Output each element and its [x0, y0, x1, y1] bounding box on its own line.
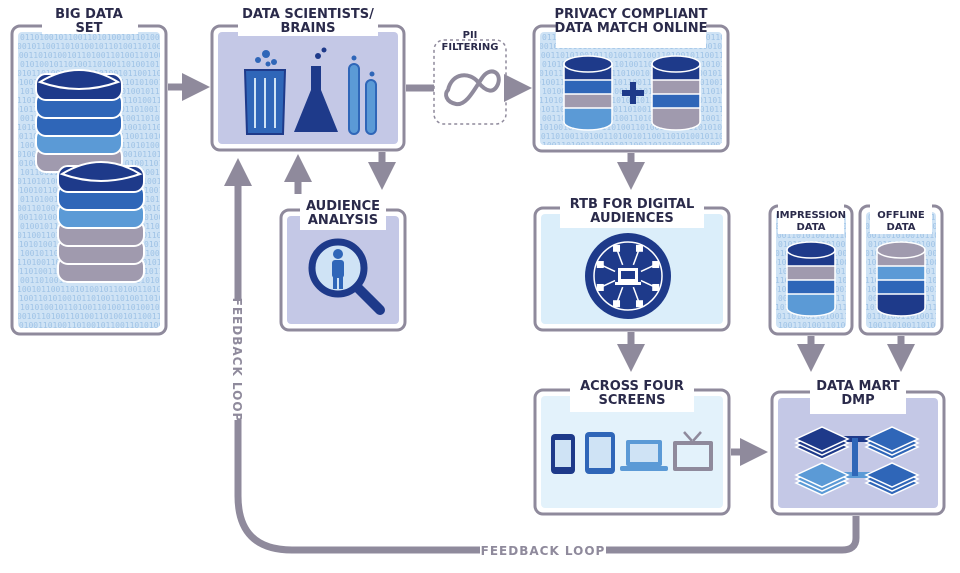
big-data-set-node: 0110100101100110101001011010011001011001… [10, 4, 169, 336]
binary-digits: 101101001101001101001011001101010010110 [536, 132, 724, 141]
binary-digits: 1001101001101001 [778, 321, 855, 330]
offline-label-1: OFFLINE [877, 210, 925, 221]
laptop-icon [620, 440, 668, 471]
binary-digits: 1100110101001011010011010011010 [14, 294, 163, 303]
binary-digits: 0110100101100110101001011010011 [20, 33, 169, 42]
binary-digits: 1001011001101010010110100110100 [17, 285, 166, 294]
binary-digits: 1001101010010110 [772, 231, 849, 240]
impression-label-1: IMPRESSION [776, 210, 846, 221]
database-icon [651, 55, 701, 131]
binary-digits: 100110101001011010011010011010010110011 [536, 51, 724, 60]
binary-digits: 0101001011010011010011010010110 [20, 60, 169, 69]
feedback-loop-label-vertical: FEEDBACK LOOP [230, 298, 244, 423]
database-icon [563, 55, 613, 131]
test-tubes-icon [348, 55, 377, 135]
data-scientists-label-2: BRAINS [280, 21, 335, 36]
binary-digits: 001101010010110100110100110100101100110 [542, 114, 730, 123]
audience-analysis-node: AUDIENCE ANALYSIS [279, 192, 407, 332]
flask-icon [294, 47, 338, 132]
database-icon [786, 241, 836, 317]
rtb-label-1: RTB FOR DIGITAL [570, 197, 695, 212]
data-scientists-label-1: DATA SCIENTISTS/ [242, 7, 374, 22]
impression-label-2: DATA [796, 222, 825, 233]
pii-filtering-node: PII FILTERING [433, 30, 507, 125]
tablet-icon [585, 432, 615, 474]
privacy-label-2: DATA MATCH ONLINE [555, 21, 708, 36]
rtb-label-2: AUDIENCES [590, 211, 673, 226]
binary-digits: 010110100110100110100101100110101001011 [539, 69, 727, 78]
smartphone-icon [551, 434, 575, 474]
beaker-icon [243, 50, 287, 135]
feedback-loop-label-horizontal: FEEDBACK LOOP [481, 544, 606, 558]
binary-digits: 0010110100110100110100101100110 [17, 312, 166, 321]
binary-digits: 1001101001101001 [868, 321, 945, 330]
database-icon [876, 241, 926, 317]
binary-digits: 1010100101101001101001101001011 [20, 303, 169, 312]
magnifier-person-icon [308, 238, 385, 315]
offline-label-2: DATA [886, 222, 915, 233]
offline-data-node: 0110100101100110001011001101010010011010… [858, 204, 945, 336]
impression-data-node: 0110100101100110001011001101010010011010… [768, 204, 855, 336]
plus-icon [622, 82, 644, 104]
tv-icon [673, 431, 713, 471]
big-data-set-label-1: BIG DATA [55, 7, 123, 22]
binary-digits: 1001101010010110 [862, 231, 939, 240]
binary-digits: 010100101101001101001101001011001101010 [542, 60, 730, 69]
network-hub-icon [585, 233, 671, 319]
data-mart-label-1: DATA MART [816, 379, 900, 394]
filter-icon [444, 69, 501, 107]
binary-digits: 1001101010010110100110100110100 [14, 51, 163, 60]
connectors [168, 73, 915, 554]
feedback-loop-path [224, 158, 860, 554]
privacy-match-node: 0110100101100110101001011010011010011010… [532, 4, 730, 153]
audience-label-2: ANALYSIS [308, 213, 378, 228]
screens-label-2: SCREENS [599, 393, 666, 408]
big-data-set-label-2: SET [75, 21, 102, 36]
data-mart-node: DATA MART DMP [770, 374, 946, 516]
binary-digits: 010110011010100101101001101001101001011 [536, 105, 724, 114]
data-scientists-node: DATA SCIENTISTS/ BRAINS [210, 4, 406, 152]
binary-digits: 1010011010011010010110011010100 [14, 321, 163, 330]
four-screens-node: ACROSS FOUR SCREENS [533, 372, 731, 516]
privacy-label-1: PRIVACY COMPLIANT [554, 7, 707, 22]
binary-digits: 0010110011010100101101001101001 [17, 42, 166, 51]
data-mart-label-2: DMP [841, 393, 874, 408]
rtb-node: RTB FOR DIGITAL AUDIENCES [533, 190, 731, 332]
screens-label-1: ACROSS FOUR [580, 379, 684, 394]
pii-label-1: PII [463, 30, 478, 41]
database-stack-icon [35, 69, 145, 283]
audience-label-1: AUDIENCE [306, 199, 380, 214]
binary-digits: 101001011010011010011010010110011010100 [539, 123, 727, 132]
pii-label-2: FILTERING [442, 42, 499, 53]
dmp-network-icon [794, 426, 920, 496]
